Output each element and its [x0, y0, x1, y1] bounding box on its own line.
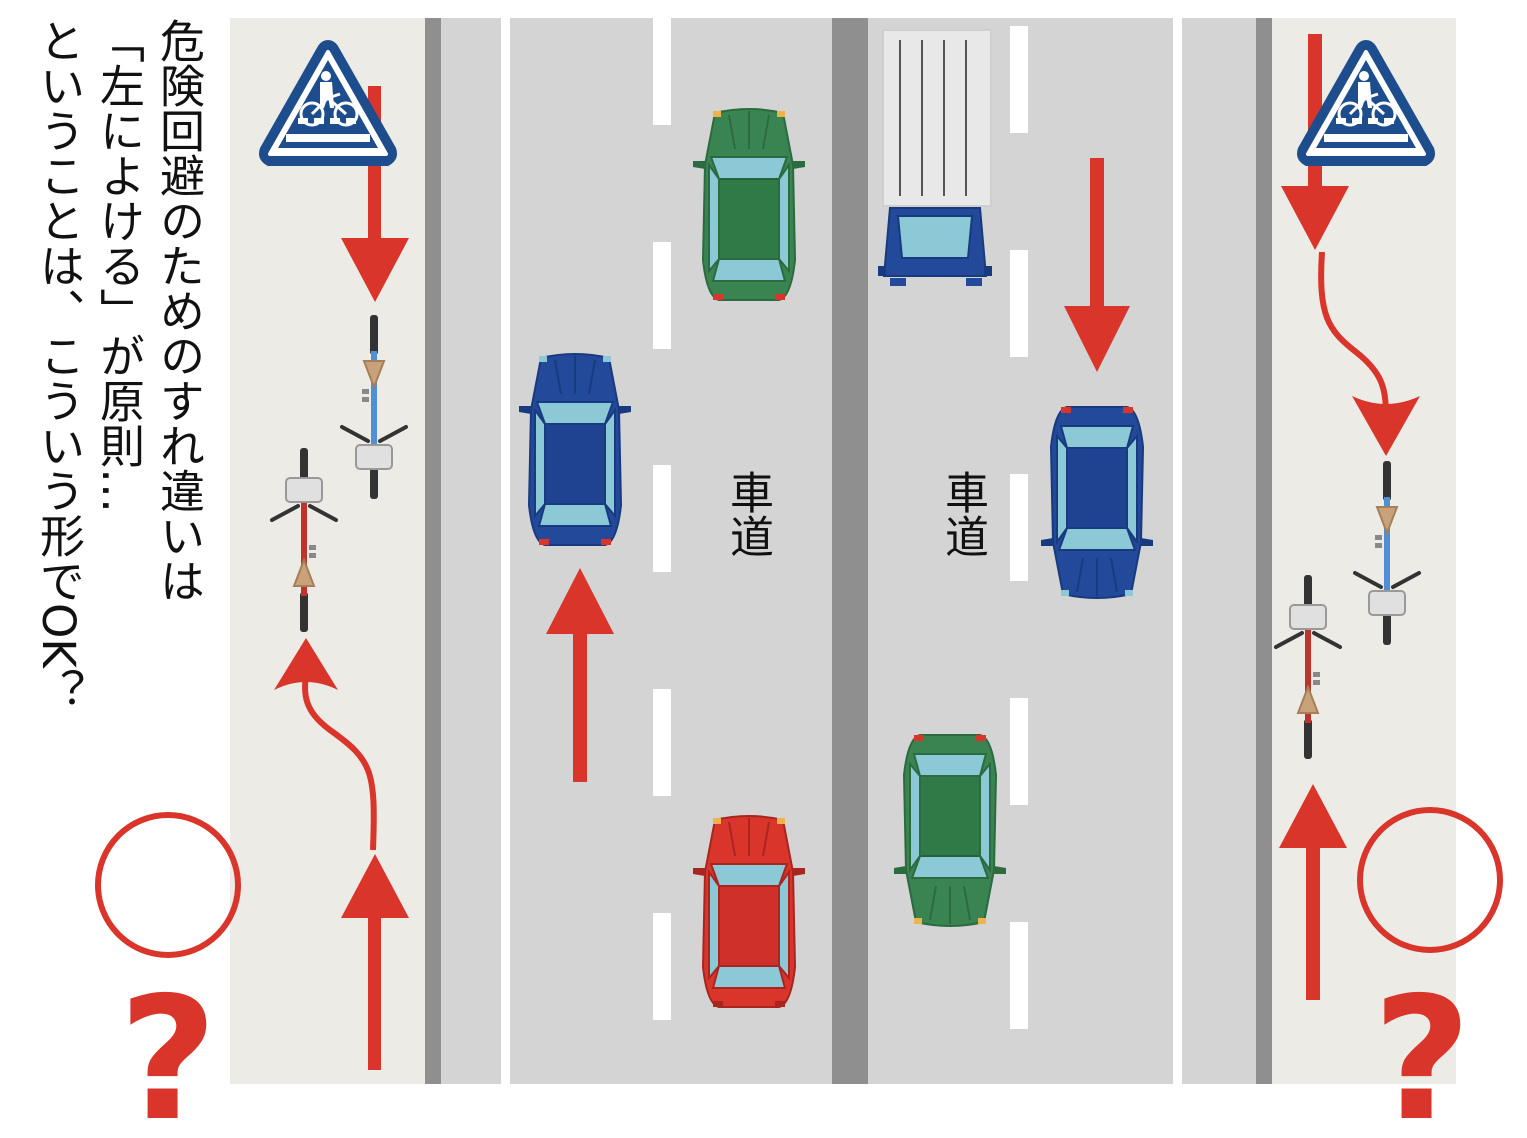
left-curb [425, 18, 441, 1084]
car-green-top [692, 108, 806, 301]
ok-circle-left [95, 812, 241, 958]
lane-dashes-right [1010, 26, 1028, 1029]
car-green-bottom [893, 734, 1007, 927]
caption-line-3: ということは、こういう形でOK？ [32, 18, 85, 713]
lane-dashes-left [653, 18, 671, 1020]
right-sidewalk [1272, 18, 1456, 1084]
lane-label-right: 車道 [937, 470, 988, 558]
question-mark-left: ? [119, 961, 218, 1138]
caption-line-1: 危険回避のためのすれ違いは [152, 18, 205, 603]
car-red [692, 815, 806, 1008]
arrow-down-right-road [1064, 158, 1130, 372]
lane-label-left: 車道 [722, 470, 773, 558]
center-median [832, 18, 868, 1084]
caption-line-2: 「左によける」が原則… [92, 18, 145, 513]
arrow-curved-right-sidewalk [1318, 251, 1420, 456]
left-sidewalk [230, 18, 425, 1084]
truck-blue [878, 29, 992, 286]
ok-circle-right [1357, 807, 1503, 953]
car-blue-right-lane [1040, 406, 1154, 599]
arrow-up-left-road [546, 568, 614, 782]
arrow-up-right-sidewalk [1279, 784, 1347, 1000]
car-blue-left-lane [518, 353, 632, 546]
arrow-up-left-sidewalk [341, 854, 409, 1070]
left-road-shoulder [441, 18, 501, 1084]
arrow-curved-left-sidewalk [274, 638, 377, 851]
question-mark-right: ? [1373, 961, 1472, 1138]
right-road-shoulder [1182, 18, 1256, 1084]
right-curb [1256, 18, 1272, 1084]
